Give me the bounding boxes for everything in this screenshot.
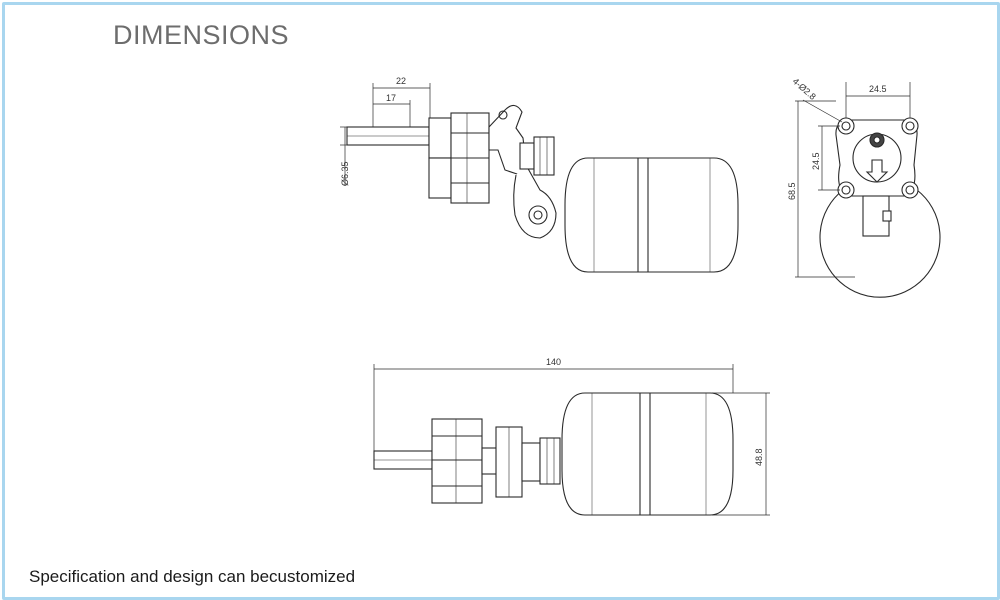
front-view-drawing — [795, 82, 941, 298]
dim-ball-label: 48.8 — [754, 448, 764, 466]
dim-height-label: 68.5 — [787, 182, 797, 200]
dim-width-label: 24.5 — [869, 84, 887, 94]
dim-diameter-label: Ø6.35 — [340, 161, 350, 186]
page-title: DIMENSIONS — [113, 20, 290, 50]
top-view-drawing — [373, 364, 770, 516]
dim-length-label: 140 — [546, 357, 561, 367]
dim-holes-label: 4-Ø2.8 — [791, 76, 818, 102]
dim-17-label: 17 — [386, 93, 396, 103]
side-view-drawing — [340, 83, 739, 273]
dim-inner-height-label: 24.5 — [811, 152, 821, 170]
dim-22-label: 22 — [396, 76, 406, 86]
footer-note: Specification and design can becustomize… — [29, 567, 356, 586]
